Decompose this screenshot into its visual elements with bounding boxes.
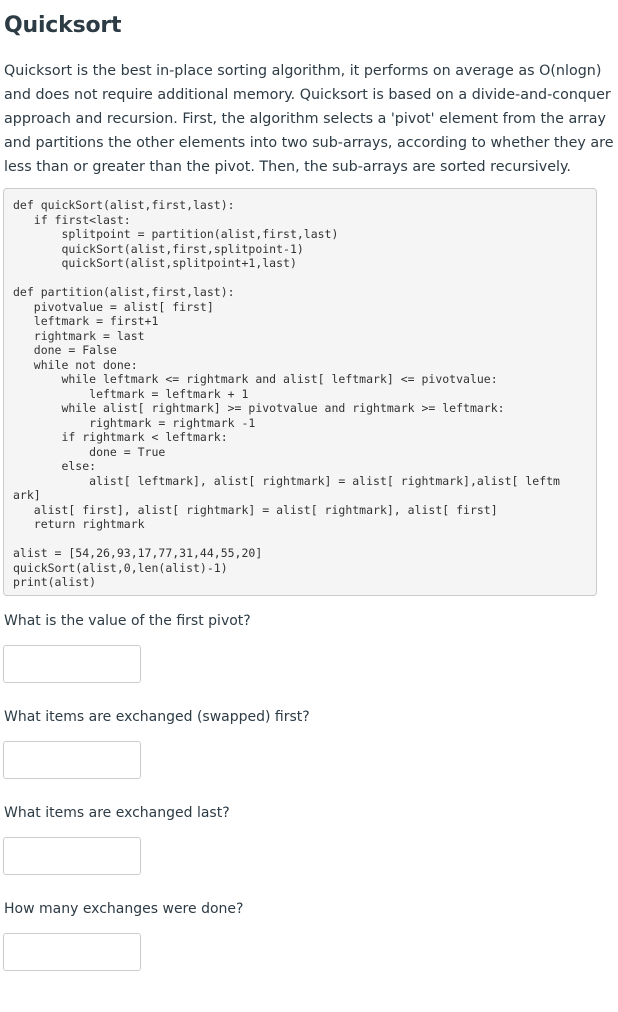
code-text: def quickSort(alist,first,last): if firs… [13, 198, 560, 589]
question-4-answer-input[interactable] [3, 933, 141, 971]
code-block: def quickSort(alist,first,last): if firs… [3, 188, 597, 596]
page-title: Quicksort [4, 13, 122, 38]
intro-line: and partitions the other elements into t… [4, 135, 614, 151]
intro-line: approach and recursion. First, the algor… [4, 111, 606, 127]
intro-paragraph: Quicksort is the best in-place sorting a… [4, 59, 614, 179]
question-4-text: How many exchanges were done? [4, 901, 244, 917]
question-3-answer-input[interactable] [3, 837, 141, 875]
question-1-answer-input[interactable] [3, 645, 141, 683]
question-1-text: What is the value of the first pivot? [4, 613, 251, 629]
intro-line: Quicksort is the best in-place sorting a… [4, 63, 602, 79]
intro-line: less than or greater than the pivot. The… [4, 159, 571, 175]
question-2-text: What items are exchanged (swapped) first… [4, 709, 310, 725]
question-2-answer-input[interactable] [3, 741, 141, 779]
intro-line: and does not require additional memory. … [4, 87, 611, 103]
question-3-text: What items are exchanged last? [4, 805, 230, 821]
